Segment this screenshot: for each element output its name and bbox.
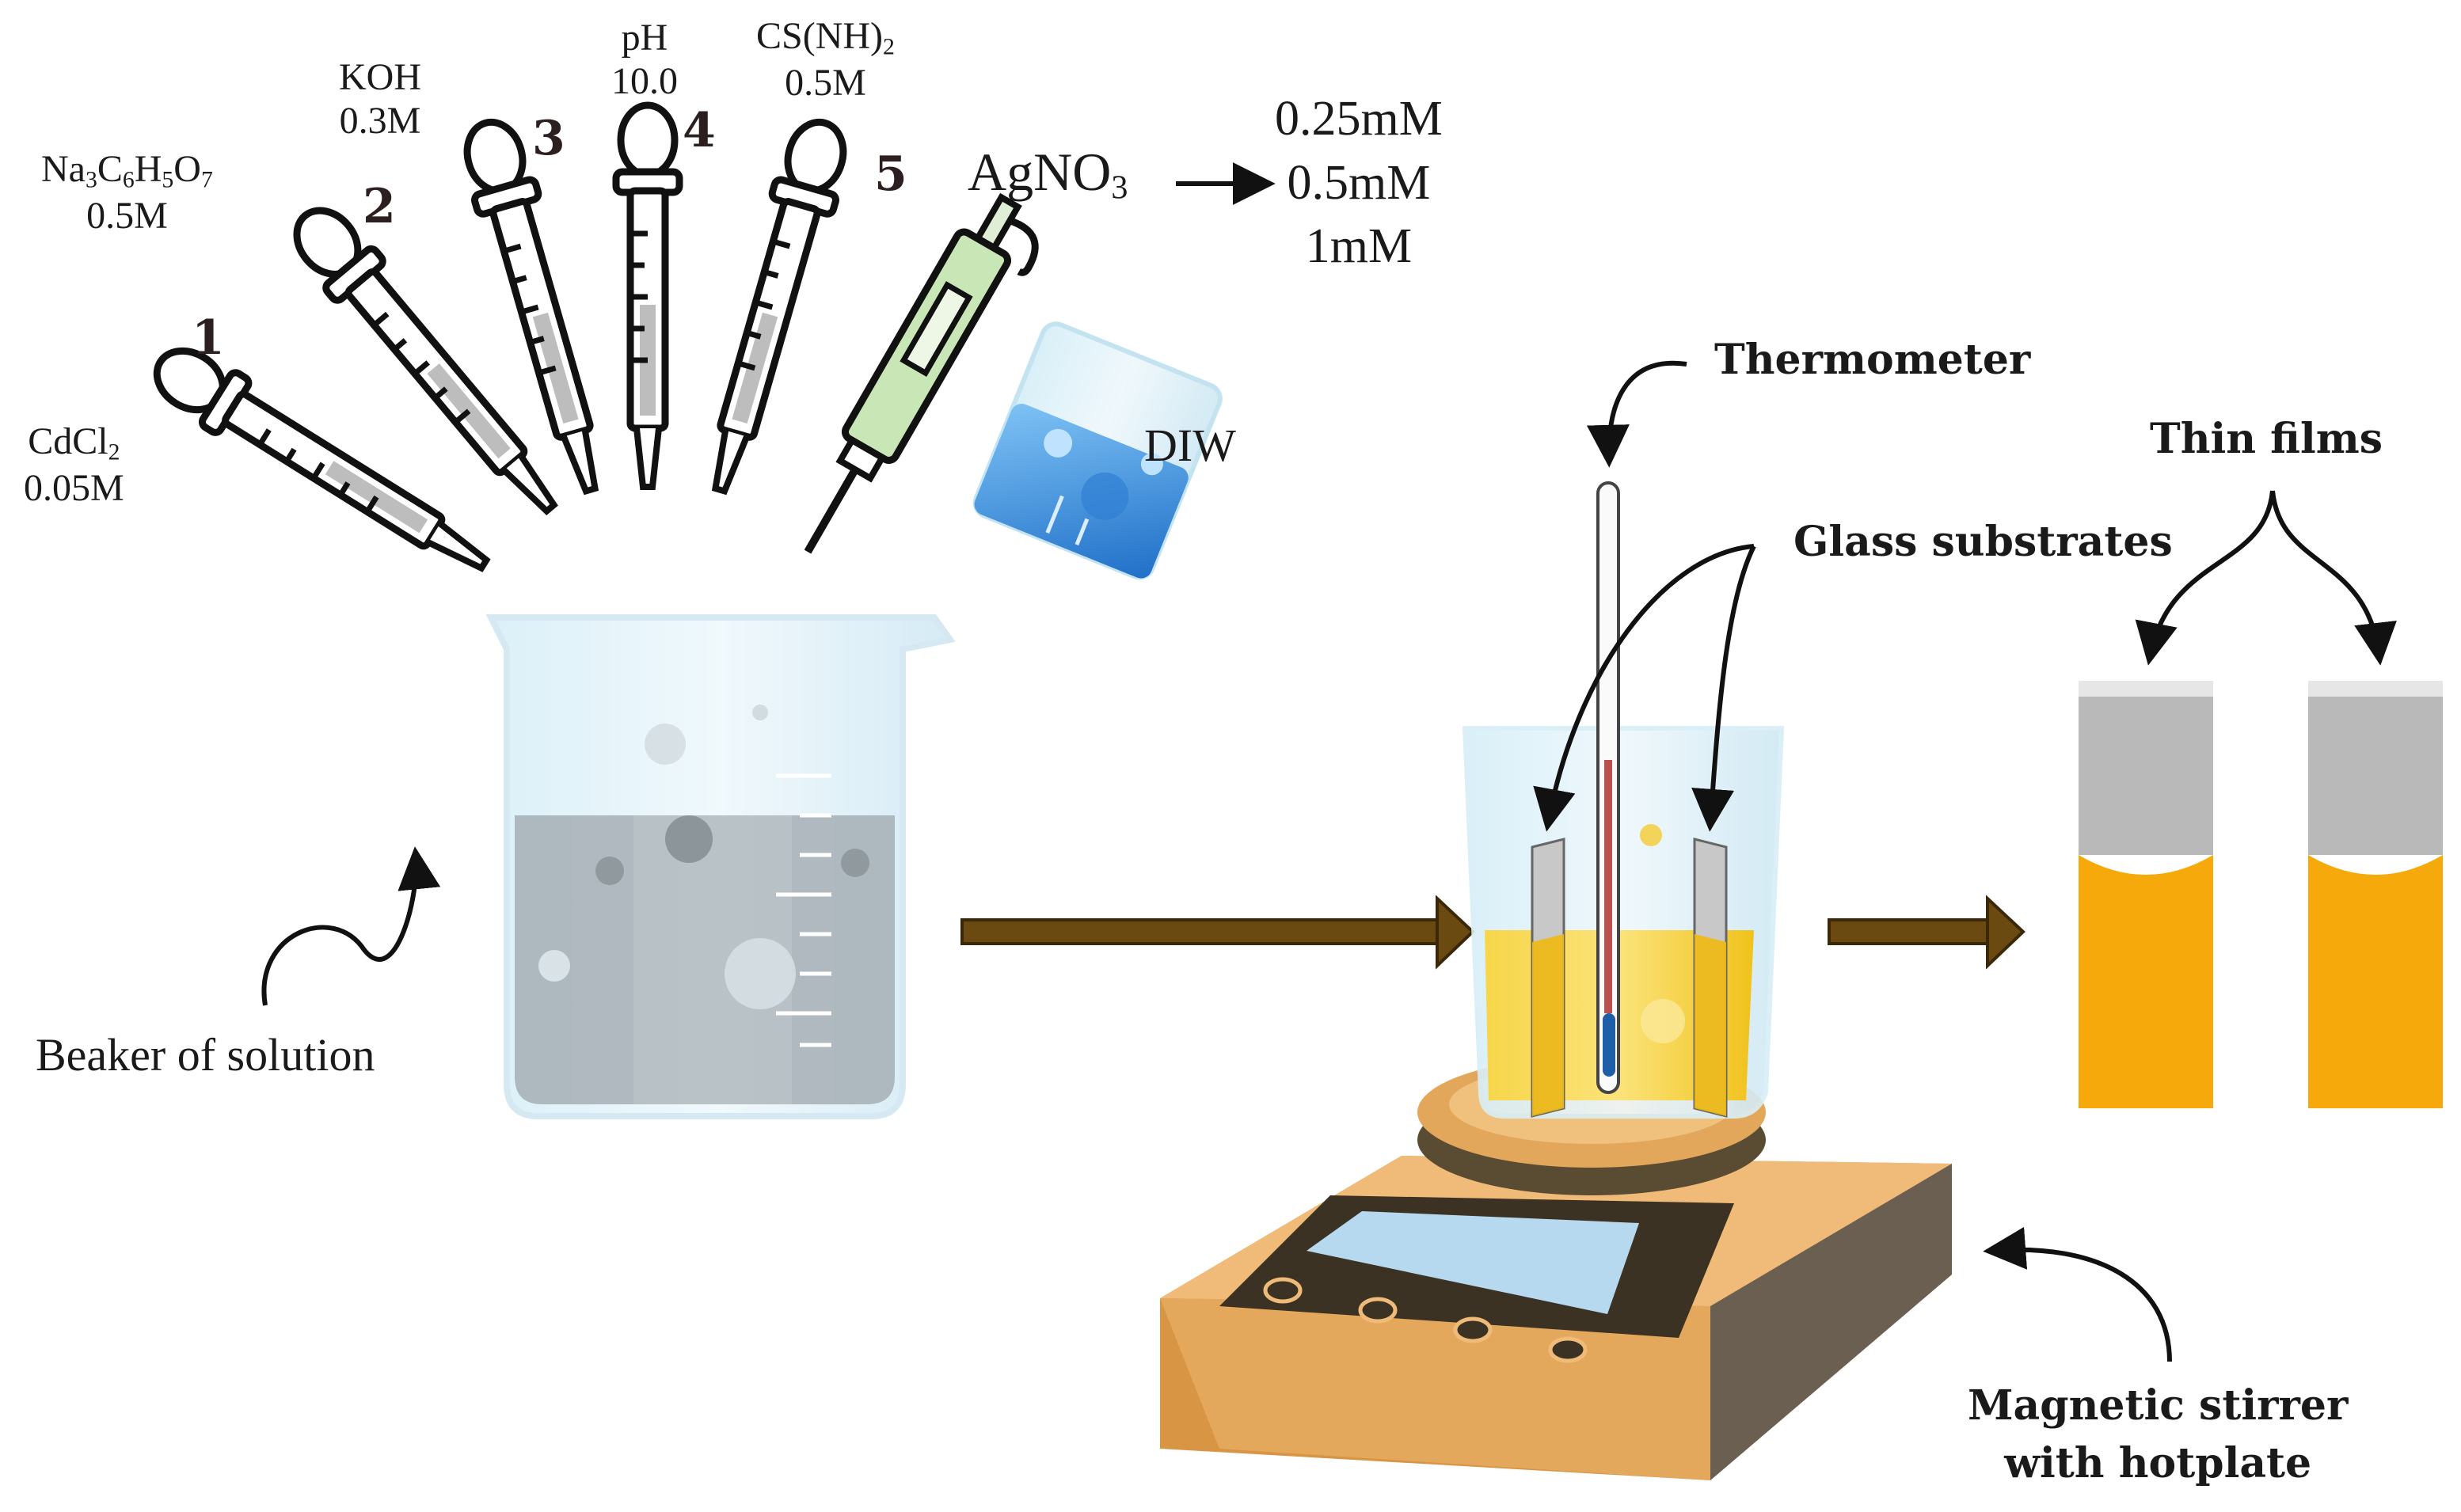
silver-subscript: 3: [1111, 169, 1128, 207]
thermometer-arrow: [1586, 360, 1687, 468]
process-arrow-1: [960, 895, 1475, 970]
reagent-3-label: KOH 0.3M: [339, 55, 421, 142]
silver-conc-1: 0.25mM: [1275, 92, 1443, 146]
reagent-5-conc: 0.5M: [785, 61, 866, 104]
reagent-4-name: pH: [621, 17, 668, 59]
reagent-3-name: KOH: [339, 56, 421, 98]
dropper-4: [616, 105, 679, 487]
silver-conc-3: 1mM: [1305, 219, 1413, 274]
reagent-3-number: 3: [532, 111, 565, 166]
substrate-arrow-2: [1691, 545, 1756, 832]
reagent-5-subscript: 2: [883, 33, 895, 60]
reagent-3-conc: 0.3M: [339, 100, 421, 142]
reagent-1-label: CdCl2 0.05M: [24, 420, 124, 510]
stirrer-label-line2: with hotplate: [2004, 1438, 2312, 1487]
reagent-2-number: 2: [363, 179, 396, 234]
silver-nitrate-label: AgNO3: [968, 141, 1128, 207]
reagent-2-conc: 0.5M: [86, 194, 168, 237]
magnetic-stirrer: [1160, 1057, 1952, 1480]
reagent-4-label: pH 10.0: [611, 16, 678, 103]
films-arrow-1: [2135, 490, 2275, 666]
substrate-arrow-1: [1533, 544, 1755, 832]
process-arrow-2: [1828, 895, 2025, 970]
thin-film-2: [2308, 681, 2443, 1108]
stirrer-arrow: [1983, 1226, 2172, 1362]
beaker-arrow: [261, 846, 441, 1006]
films-arrow-2: [2270, 490, 2397, 666]
reagent-4-number: 4: [683, 103, 716, 158]
diw-label: DIW: [1144, 420, 1236, 471]
silver-conc-2: 0.5mM: [1287, 155, 1431, 210]
reagent-2-name: Na3C6H5O7: [41, 148, 213, 193]
diw-cup: [972, 321, 1223, 580]
dropper-5: [690, 114, 856, 498]
glass-substrates-label: Glass substrates: [1793, 518, 2173, 566]
reagent-5-number: 5: [874, 146, 907, 202]
thin-film-1: [2079, 681, 2213, 1108]
beaker-label: Beaker of solution: [36, 1029, 375, 1081]
reagent-4-conc: 10.0: [611, 60, 678, 103]
reagent-1-number: 1: [192, 310, 225, 366]
reagent-5-name: CS(NH): [756, 15, 884, 57]
silver-name: AgNO: [968, 142, 1112, 202]
reagent-1-name: CdCl: [28, 420, 108, 462]
silver-concentrations: 0.25mM 0.5mM 1mM: [1275, 87, 1443, 279]
reaction-beaker: [1462, 481, 1785, 1119]
solution-beaker: [485, 614, 956, 1119]
thermometer-label: Thermometer: [1714, 336, 2031, 384]
pipette: [804, 192, 1039, 554]
stirrer-label: Magnetic stirrer with hotplate: [1968, 1377, 2348, 1493]
reagent-5-label: CS(NH)2 0.5M: [756, 14, 895, 104]
reagent-1-subscript: 2: [108, 439, 120, 465]
thin-films-label: Thin films: [2150, 415, 2383, 463]
reagent-1-conc: 0.05M: [24, 466, 124, 509]
stirrer-label-line1: Magnetic stirrer: [1968, 1381, 2349, 1430]
reagent-2-label: Na3C6H5O7 0.5M: [41, 147, 213, 237]
